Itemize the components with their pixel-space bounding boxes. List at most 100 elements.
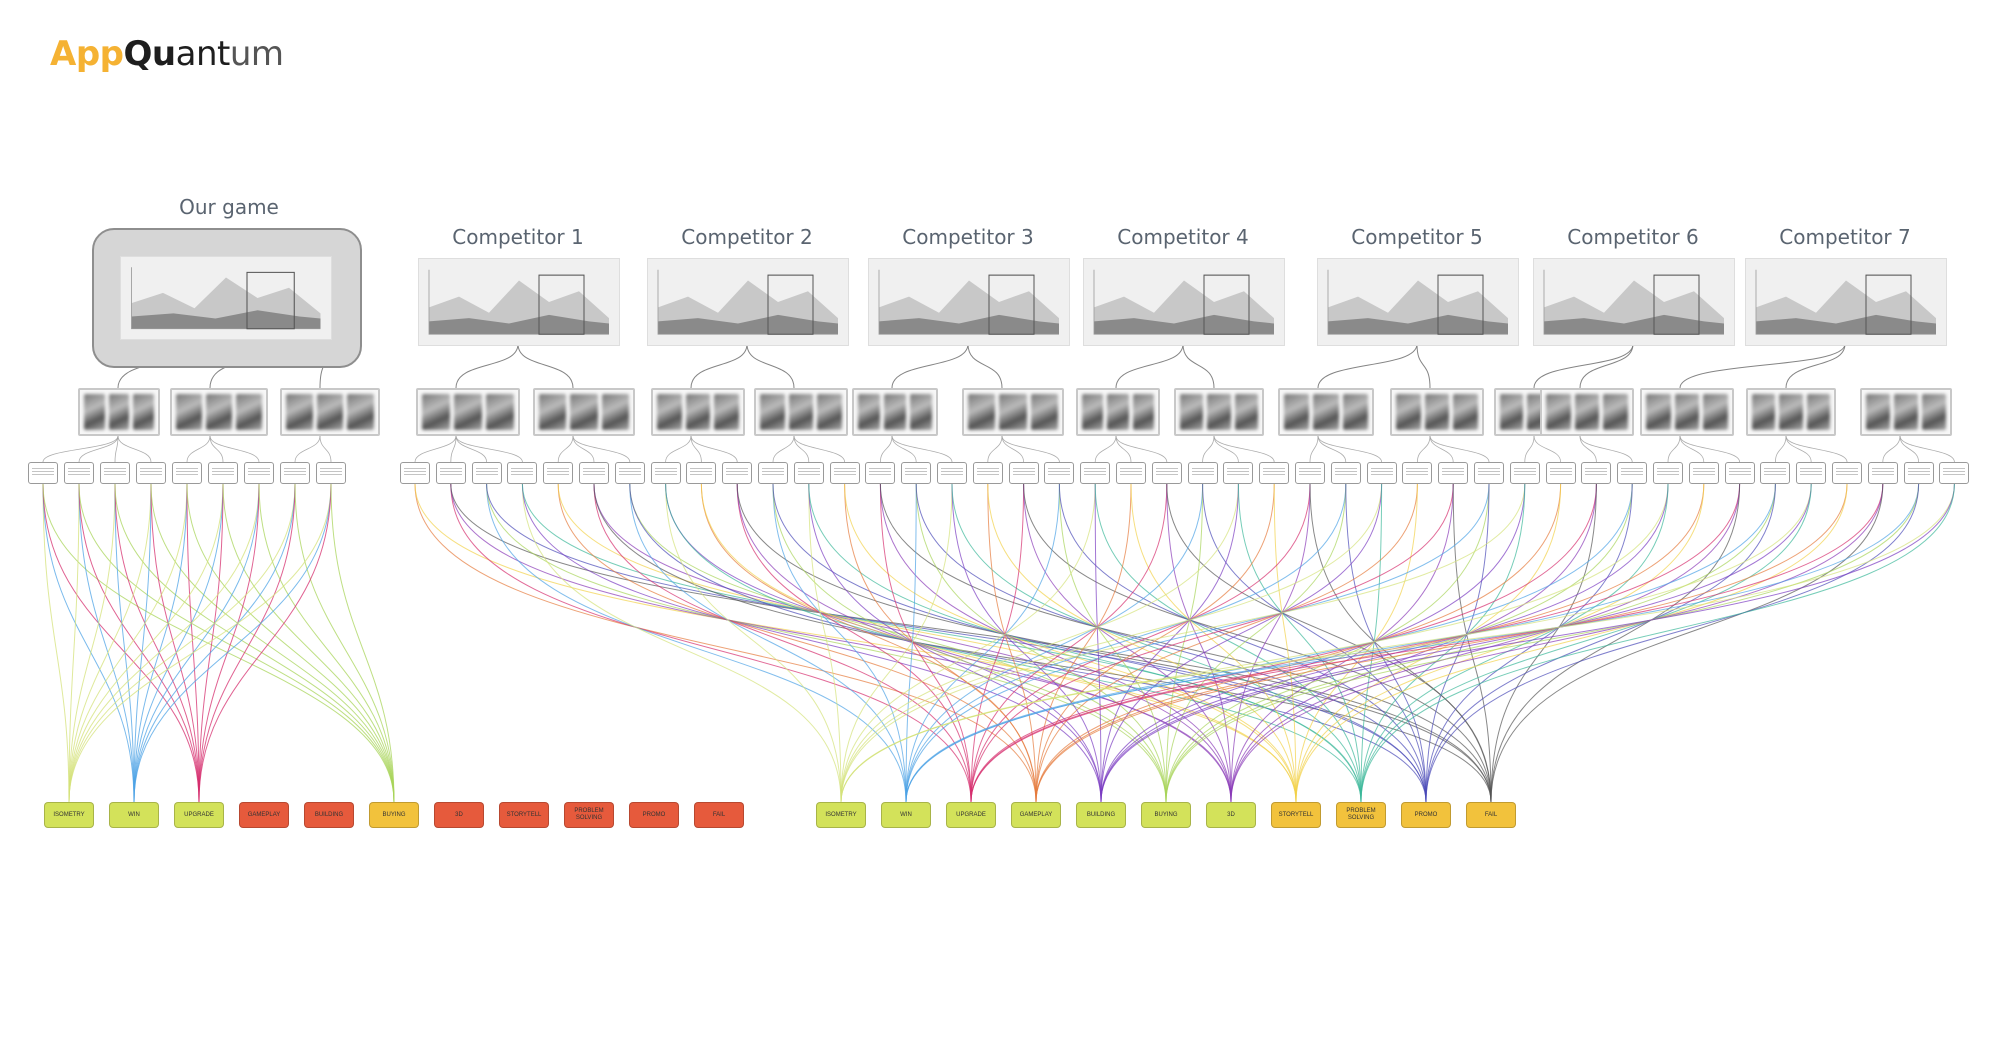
- competitor-tag-wire: [629, 483, 1167, 803]
- note-card-9: [316, 462, 346, 484]
- note-line: [176, 474, 198, 475]
- note-line: [32, 474, 54, 475]
- competitor-tag-wire: [1425, 483, 1920, 803]
- note-card-32: [1188, 462, 1218, 484]
- note-line: [1478, 474, 1500, 475]
- our-tag-wire: [133, 483, 260, 803]
- our-tag-building: BUILDING: [304, 802, 354, 828]
- note-line: [762, 474, 784, 475]
- screenshot-group-9: [962, 388, 1064, 436]
- competitor-tag-wire: [905, 483, 917, 803]
- note-line: [1514, 474, 1536, 475]
- screenshot-to-note-line: [1785, 435, 1812, 463]
- competitor-tag-problem-solving: PROBLEM SOLVING: [1336, 802, 1386, 828]
- competitor-tag-wire: [1094, 483, 1362, 803]
- our-game-chart-shape: [131, 310, 321, 329]
- competitor-chart-7: [1745, 258, 1947, 346]
- note-line: [1693, 468, 1715, 469]
- competitor-tag-wire: [840, 483, 1239, 803]
- our-tag-wire: [198, 483, 332, 803]
- competitor-chart-4-shape: [1203, 274, 1250, 335]
- competitor-tag-wire: [1490, 483, 1741, 803]
- note-line: [1585, 471, 1607, 472]
- competitor-tag-wire: [905, 483, 1060, 803]
- competitor-tag-wire: [1202, 483, 1427, 803]
- note-line: [1872, 471, 1894, 472]
- competitor-tag-promo: PROMO: [1401, 802, 1451, 828]
- competitor-tag-wire: [844, 483, 1297, 803]
- competitor-tag-wire: [1425, 483, 1776, 803]
- screenshot-to-note-line: [450, 435, 457, 463]
- note-line: [140, 471, 162, 472]
- our-tag-wire: [133, 483, 224, 803]
- competitor-chart-6: [1533, 258, 1735, 346]
- our-tag-wire: [68, 483, 260, 803]
- competitor-tag-wire: [665, 483, 842, 803]
- competitor-chart-6-shape: [1544, 314, 1724, 335]
- our-game-title: Our game: [179, 195, 279, 219]
- competitor-tag-wire: [414, 483, 1037, 803]
- note-line: [1836, 471, 1858, 472]
- competitor-tag-wire: [1165, 483, 1776, 803]
- note-line: [104, 471, 126, 472]
- game-screenshot: [108, 394, 130, 430]
- note-card-46: [1689, 462, 1719, 484]
- game-screenshot: [1082, 394, 1104, 430]
- game-screenshot: [685, 394, 711, 430]
- note-line: [619, 468, 641, 469]
- note-card-34: [1259, 462, 1289, 484]
- competitor-tag-wire: [905, 483, 1347, 803]
- competitor-tag-wire: [1058, 483, 1427, 803]
- chart-to-screenshot-line: [1416, 343, 1431, 389]
- competitor-chart-7-shape: [1865, 274, 1912, 335]
- note-line: [1908, 474, 1930, 475]
- note-line: [1729, 471, 1751, 472]
- chart-to-screenshot-line: [967, 343, 1003, 389]
- our-tag-wire: [68, 483, 152, 803]
- note-line: [1764, 471, 1786, 472]
- competitor-tag-wire: [1230, 483, 1884, 803]
- screenshot-to-note-line: [1667, 435, 1681, 463]
- note-line: [1621, 471, 1643, 472]
- competitor-tag-wire: [1100, 483, 1383, 803]
- our-tag-wire: [42, 483, 395, 803]
- note-card-14: [543, 462, 573, 484]
- competitor-tag-wire: [840, 483, 1526, 803]
- note-line: [798, 471, 820, 472]
- note-line: [1621, 468, 1643, 469]
- competitor-tag-wire: [486, 483, 1427, 803]
- competitor-tag-wire: [970, 483, 1884, 803]
- note-card-11: [436, 462, 466, 484]
- screenshot-group-18: [1860, 388, 1952, 436]
- competitor-chart-5-shape: [1328, 314, 1508, 335]
- competitor-title-1: Competitor 1: [452, 225, 584, 249]
- competitor-tag-wire: [970, 483, 1168, 803]
- our-tag-buying: BUYING: [369, 802, 419, 828]
- note-line: [726, 468, 748, 469]
- note-line: [476, 474, 498, 475]
- note-line: [104, 474, 126, 475]
- competitor-tag-wire: [905, 483, 1633, 803]
- competitor-tag-wire: [1165, 483, 1633, 803]
- screenshot-group-16: [1640, 388, 1734, 436]
- game-screenshot: [1603, 394, 1629, 430]
- competitor-title-5: Competitor 5: [1351, 225, 1483, 249]
- note-line: [1550, 468, 1572, 469]
- our-tag-wire: [133, 483, 152, 803]
- competitor-tag-wire: [951, 483, 1102, 803]
- our-tag-wire: [258, 483, 395, 803]
- note-line: [1657, 474, 1679, 475]
- note-line: [977, 474, 999, 475]
- competitor-tag-wire: [772, 483, 1167, 803]
- screenshot-to-note-line: [186, 435, 211, 463]
- competitor-tag-win: WIN: [881, 802, 931, 828]
- note-line: [1371, 471, 1393, 472]
- note-line: [655, 474, 677, 475]
- note-line: [726, 474, 748, 475]
- note-card-53: [1939, 462, 1969, 484]
- our-tag-wire: [294, 483, 395, 803]
- note-card-30: [1116, 462, 1146, 484]
- game-screenshot: [1030, 394, 1058, 430]
- competitor-tag-gameplay: GAMEPLAY: [1011, 802, 1061, 828]
- competitor-tag-wire: [879, 483, 1232, 803]
